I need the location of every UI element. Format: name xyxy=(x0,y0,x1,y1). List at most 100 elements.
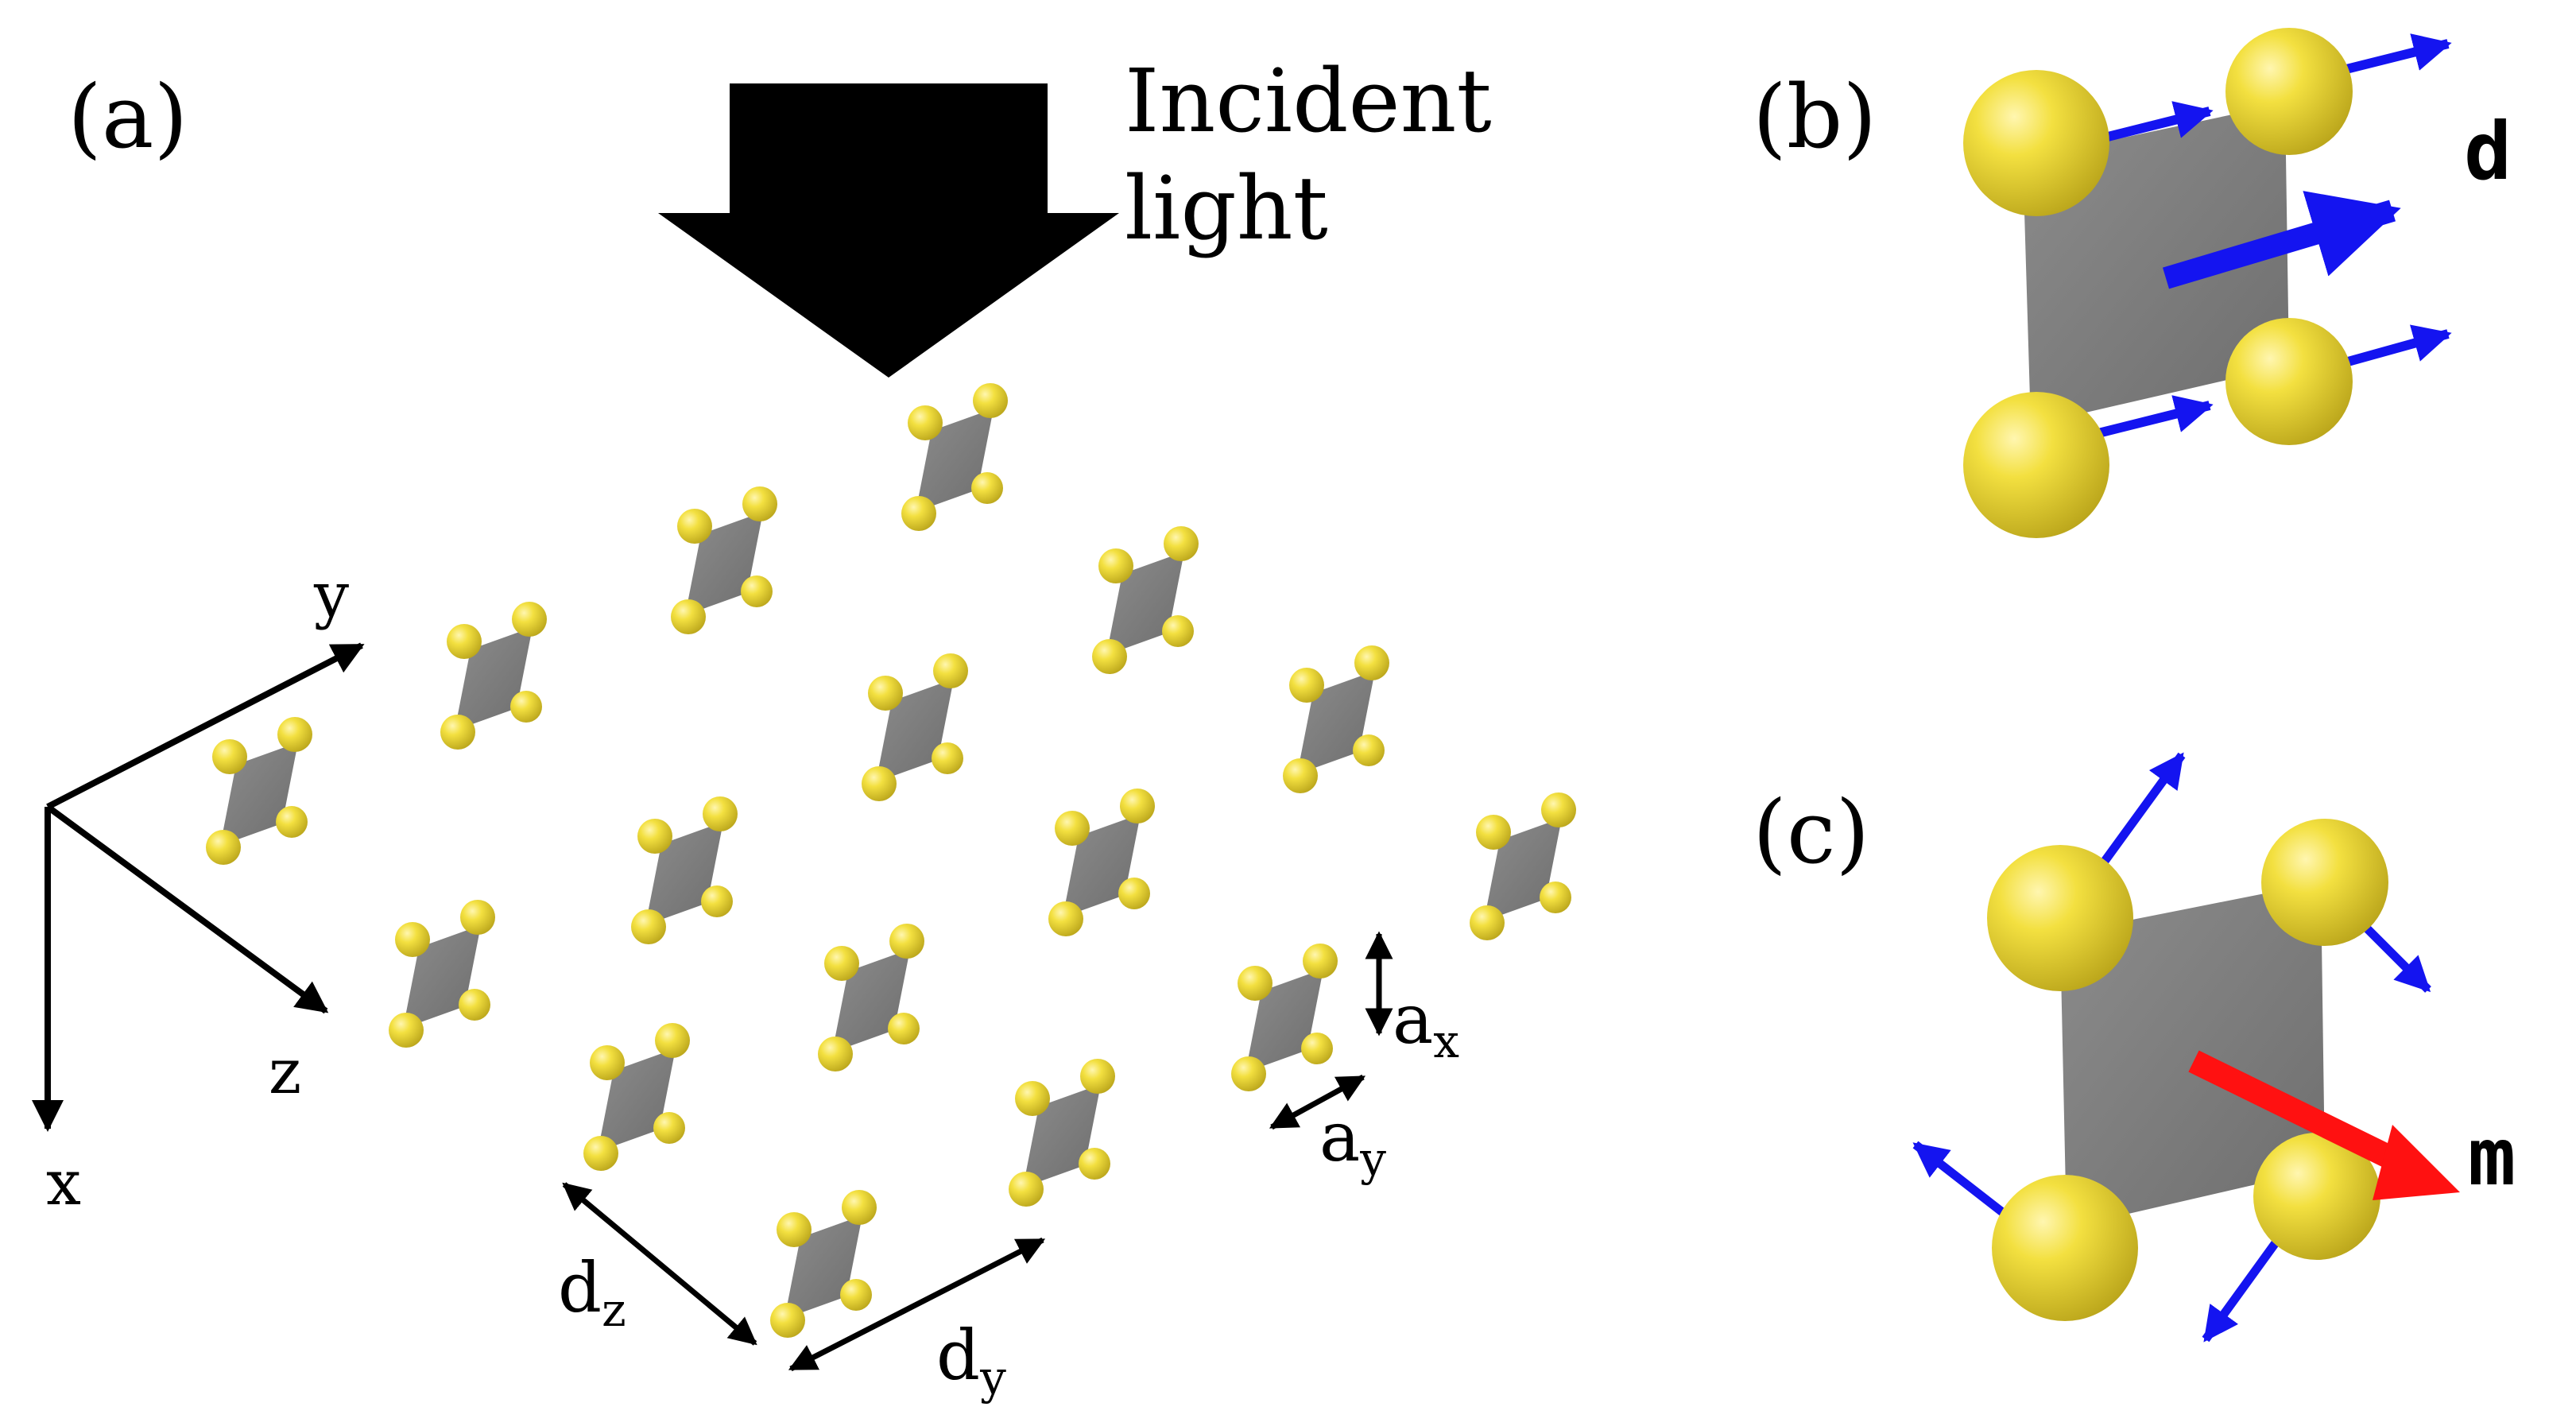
metamolecule-sphere xyxy=(1238,966,1273,1001)
metamolecule-sphere xyxy=(1118,878,1150,909)
metamolecule-sphere xyxy=(1164,526,1199,561)
metamolecule-sphere xyxy=(840,1279,872,1311)
panel-b-sphere-1 xyxy=(1963,70,2109,216)
dy-dimension-arrow xyxy=(788,1237,1046,1372)
metamolecule-sphere xyxy=(770,1303,805,1338)
metamolecule-sphere xyxy=(1301,1033,1333,1064)
panel-c-sphere-1 xyxy=(1987,845,2133,991)
metamolecule-sphere xyxy=(1289,668,1324,703)
magnetic-m-arrow-head xyxy=(2373,1125,2460,1200)
electric-dipole-metamolecule xyxy=(1963,28,2452,538)
metamolecule-sphere xyxy=(277,717,312,752)
ay-dimension-arrow xyxy=(1269,1074,1366,1130)
metamolecule-sphere xyxy=(703,796,738,831)
metamolecule-sphere xyxy=(1541,792,1576,827)
metamolecule-sphere xyxy=(389,1013,424,1048)
metamolecule-sphere xyxy=(888,1013,920,1044)
metamolecule-sphere xyxy=(206,830,241,865)
metamolecule-sphere xyxy=(655,1023,690,1058)
metamolecule-15 xyxy=(1009,1059,1115,1207)
metamolecule-sphere xyxy=(818,1037,853,1071)
metamolecule-sphere xyxy=(701,885,733,917)
metamolecule-6 xyxy=(1283,645,1389,793)
metamolecule-14 xyxy=(583,1023,690,1171)
metamolecule-sphere xyxy=(1476,815,1511,850)
y-axis-arrow xyxy=(46,642,365,810)
z-axis-label: z xyxy=(269,1037,301,1108)
panel-b-sphere-4 xyxy=(1963,392,2109,538)
metamolecule-11 xyxy=(389,900,495,1048)
metamolecule-sphere xyxy=(932,742,963,774)
panel-b-sphere-2 xyxy=(2225,28,2353,155)
metamolecule-sphere xyxy=(1048,901,1083,936)
panel-a-label: (a) xyxy=(68,66,188,168)
metamolecule-sphere xyxy=(1120,789,1155,823)
metamolecule-sphere xyxy=(1092,639,1127,674)
metamolecule-9 xyxy=(1048,789,1155,936)
metamolecule-sphere xyxy=(901,496,936,531)
metamolecule-sphere xyxy=(460,900,495,935)
metamolecule-sphere xyxy=(671,599,706,634)
metamolecule-sphere xyxy=(742,486,777,521)
metamolecule-sphere xyxy=(1015,1081,1050,1116)
metamolecule-sphere xyxy=(459,989,490,1021)
vector-d-label: d xyxy=(2464,105,2512,198)
dz-label: dz xyxy=(558,1249,626,1337)
incident-label-line2: light xyxy=(1125,157,1328,259)
metamolecule-7 xyxy=(206,717,312,865)
panel-b-sphere-3 xyxy=(2225,318,2353,445)
metamolecule-sphere xyxy=(889,924,924,959)
metamolecule-sphere xyxy=(1079,1148,1110,1180)
metamolecule-sphere xyxy=(1162,615,1194,647)
magnetic-dipole-metamolecule xyxy=(1912,752,2460,1343)
metamolecule-sphere xyxy=(1080,1059,1115,1094)
metamolecule-8 xyxy=(631,796,738,944)
metamolecule-sphere xyxy=(440,715,475,750)
metamolecule-12 xyxy=(818,924,924,1071)
metamolecule-sphere xyxy=(395,922,430,957)
metamolecule-4 xyxy=(440,602,547,750)
panel-c-arrow-2 xyxy=(2357,919,2431,993)
panel-c-label: (c) xyxy=(1753,781,1869,883)
dipole-d-arrow xyxy=(2162,191,2401,289)
metamolecule-sphere xyxy=(1353,734,1385,766)
metamolecule-sphere xyxy=(512,602,547,637)
metamolecule-sphere xyxy=(447,624,482,659)
y-axis-label: y xyxy=(313,560,349,631)
metamolecule-sphere xyxy=(777,1212,812,1247)
metamolecule-sphere xyxy=(973,383,1008,418)
metamolecule-sphere xyxy=(1303,944,1338,978)
metamolecule-array xyxy=(206,383,1576,1338)
incident-light-arrow xyxy=(658,83,1119,378)
panel-c-sphere-3 xyxy=(2253,1133,2380,1260)
metamolecule-sphere xyxy=(868,676,903,711)
metamolecule-sphere xyxy=(583,1136,618,1171)
metamolecule-sphere xyxy=(1354,645,1389,680)
ax-label: ax xyxy=(1393,980,1459,1068)
coordinate-axes xyxy=(32,642,365,1132)
metamolecule-sphere xyxy=(510,691,542,723)
magnetic-m-arrow-shaft xyxy=(2188,1050,2410,1176)
metamolecule-sphere xyxy=(1009,1172,1044,1207)
metamolecule-sphere xyxy=(1470,905,1505,940)
dz-dimension-arrow xyxy=(562,1182,757,1346)
metamolecule-sphere xyxy=(824,946,859,981)
metamolecule-2 xyxy=(671,486,777,634)
panel-c-sphere-4 xyxy=(1992,1175,2138,1321)
panel-c-plate xyxy=(2060,882,2325,1228)
metamolecule-sphere xyxy=(1231,1056,1266,1091)
metamolecule-13 xyxy=(1231,944,1338,1091)
dy-label: dy xyxy=(936,1316,1006,1405)
metamolecule-sphere xyxy=(1283,758,1318,793)
metamolecule-16 xyxy=(770,1190,877,1338)
metamolecule-sphere xyxy=(741,575,773,607)
x-axis-label: x xyxy=(46,1148,81,1219)
metamolecule-sphere xyxy=(908,405,943,440)
metamolecule-sphere xyxy=(1055,811,1090,846)
metamolecule-sphere xyxy=(590,1045,625,1080)
metamolecule-10 xyxy=(1470,792,1576,940)
metamolecule-sphere xyxy=(1098,548,1133,583)
metamolecule-sphere xyxy=(933,653,968,688)
metamolecule-1 xyxy=(901,383,1008,531)
